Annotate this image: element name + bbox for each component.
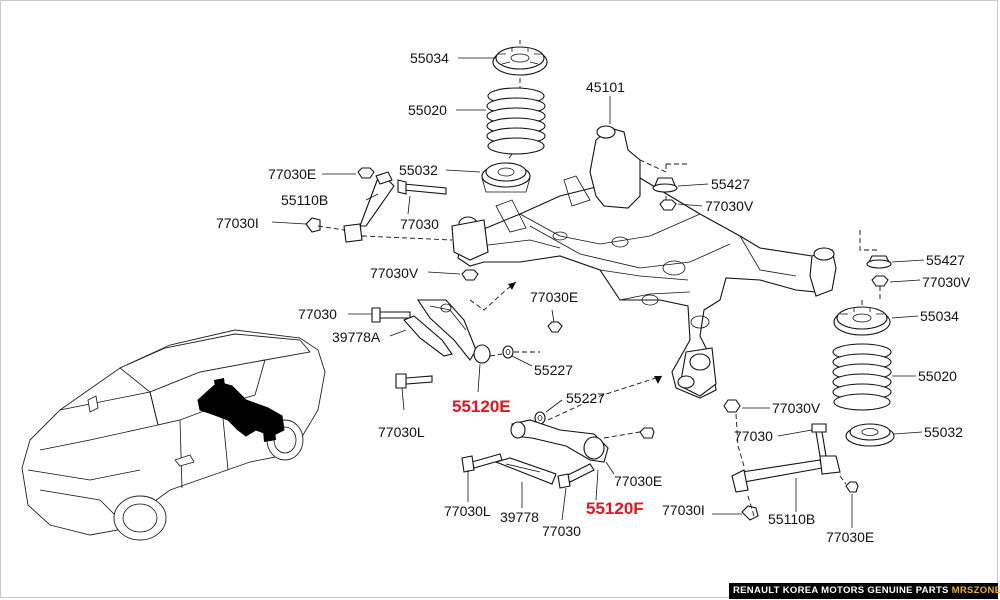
label-55227-low: 55227 <box>566 390 605 406</box>
assembly-guides <box>317 40 881 517</box>
coil-spring-upper <box>481 46 548 193</box>
label-77030V-upper: 77030V <box>705 198 754 214</box>
subframe-45101 <box>451 125 837 399</box>
label-77030V-right: 77030V <box>922 274 971 290</box>
lower-arm-55120F <box>494 419 609 485</box>
label-77030I-left: 77030I <box>216 215 259 231</box>
label-77030E-left: 77030E <box>268 166 316 182</box>
label-77030E-mid: 77030E <box>530 289 578 305</box>
car-illustration <box>21 329 326 541</box>
coil-spring-right <box>832 306 895 447</box>
label-55427-upper: 55427 <box>711 176 750 192</box>
label-55120E: 55120E <box>452 397 511 416</box>
label-55110B-right: 55110B <box>768 511 815 527</box>
label-77030I-low: 77030I <box>662 502 705 518</box>
label-77030E-bottom: 77030E <box>826 529 874 545</box>
label-55427-right: 55427 <box>926 252 965 268</box>
label-45101: 45101 <box>586 79 625 95</box>
label-77030-bottom: 77030 <box>542 523 581 539</box>
banner-accent: MRSZONE <box>951 585 1000 596</box>
label-55032-top: 55032 <box>399 162 438 178</box>
label-55120F: 55120F <box>586 499 644 518</box>
label-77030E-low: 77030E <box>614 473 662 489</box>
leader-lines <box>271 57 925 528</box>
label-77030V-left: 77030V <box>370 265 419 281</box>
label-55227-mid: 55227 <box>534 362 573 378</box>
label-77030-mid: 77030 <box>298 306 337 322</box>
label-77030L-left: 77030L <box>378 424 425 440</box>
part-labels: 55034 55020 45101 77030E 55032 55110B 77… <box>216 50 971 545</box>
label-39778: 39778 <box>500 509 539 525</box>
label-77030-right: 77030 <box>734 428 773 444</box>
label-55032-right: 55032 <box>924 424 963 440</box>
label-55020-right: 55020 <box>918 368 957 384</box>
lateral-link-55110B-right <box>731 455 841 493</box>
label-39778A: 39778A <box>332 329 381 345</box>
label-55110B-left: 55110B <box>281 192 328 208</box>
watermark-banner: RENAULT KOREA MOTORS GENUINE PARTS MRSZO… <box>729 583 1000 599</box>
banner-text: RENAULT KOREA MOTORS GENUINE PARTS <box>733 585 952 596</box>
lower-arm-55120E <box>403 299 491 364</box>
upper-link-55110B <box>343 171 395 243</box>
label-77030L-low: 77030L <box>444 503 491 519</box>
label-55034-top: 55034 <box>410 50 449 66</box>
label-77030-upper: 77030 <box>400 216 439 232</box>
label-77030V-low: 77030V <box>772 400 821 416</box>
label-55034-right: 55034 <box>920 308 959 324</box>
label-55020-top: 55020 <box>408 102 447 118</box>
